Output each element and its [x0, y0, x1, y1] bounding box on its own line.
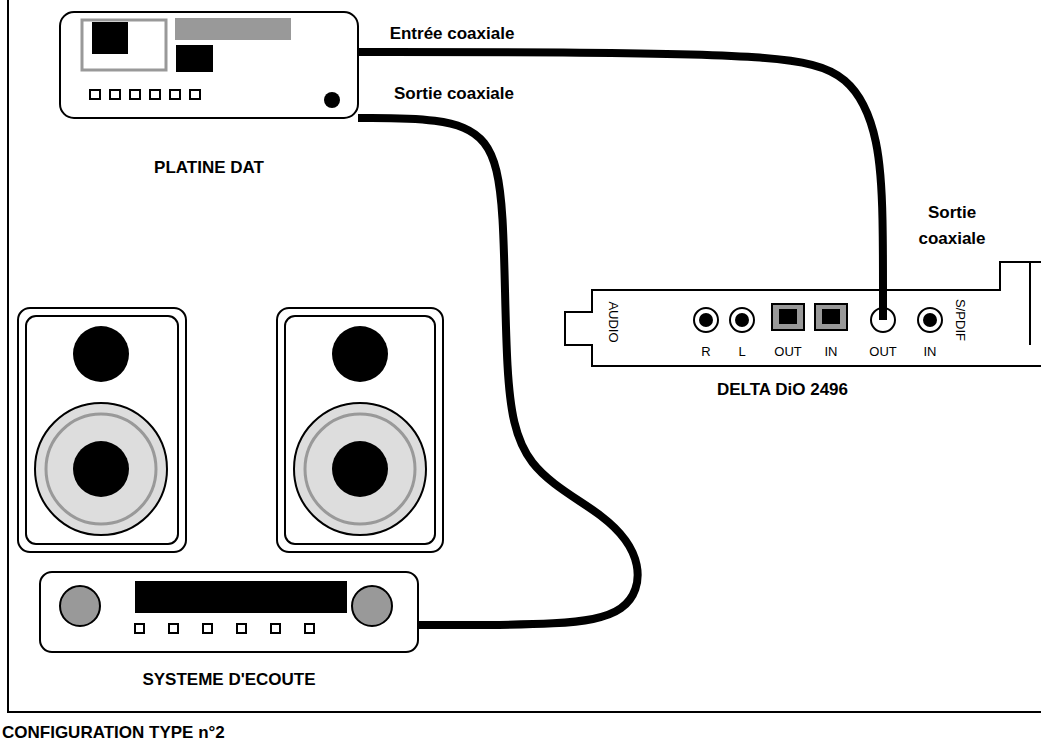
plug-stub — [879, 299, 887, 320]
optical-port — [772, 304, 847, 330]
device-name: PLATINE DAT — [60, 158, 358, 178]
pin-label: R — [701, 344, 710, 359]
pin-label: IN — [924, 344, 937, 359]
amplifier — [40, 572, 418, 652]
pin-label: OUT — [774, 344, 801, 359]
device-name: DELTA DiO 2496 — [565, 380, 1000, 400]
connector-label: AUDIO — [606, 301, 621, 342]
device-name: SYSTEME D'ECOUTE — [40, 670, 418, 690]
pin-label: OUT — [869, 344, 896, 359]
caption: CONFIGURATION TYPE n°2 — [2, 723, 225, 743]
dat-deck — [60, 12, 358, 118]
coaxial-cable — [358, 52, 883, 300]
port-label: Entrée coaxiale — [390, 24, 515, 44]
speaker — [18, 308, 186, 552]
coaxial-cable — [358, 118, 638, 625]
dat-deck-node: PLATINE DAT — [60, 12, 358, 178]
listening-system-node: SYSTEME D'ECOUTE — [40, 572, 418, 690]
frame — [8, 0, 1041, 712]
sound-card-node: DELTA DiO 2496 — [565, 300, 1000, 400]
port-label: Sortie coaxiale — [394, 84, 514, 104]
speaker — [277, 308, 443, 552]
pin-label: L — [738, 344, 745, 359]
sound-card — [565, 262, 1041, 366]
connector-label: S/PDIF — [953, 299, 968, 341]
port-label: Sortie coaxiale — [906, 200, 998, 252]
pin-label: IN — [825, 344, 838, 359]
